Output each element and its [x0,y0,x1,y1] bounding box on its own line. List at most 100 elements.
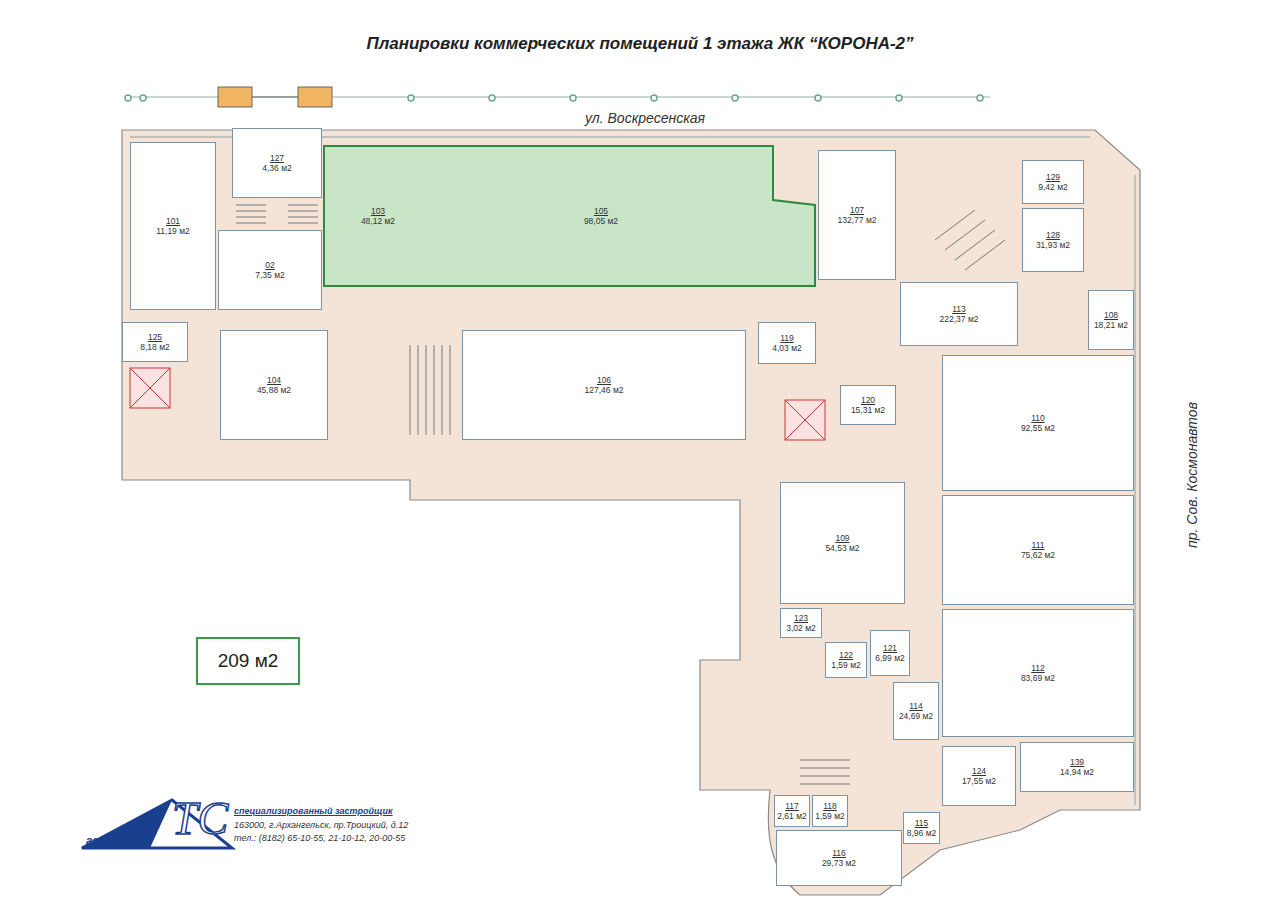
room-box: 1172,61 м2 [774,795,810,827]
room-box: 1216,99 м2 [870,630,910,676]
room-box: 11175,62 м2 [942,495,1134,605]
logo-text: ТС [172,792,228,845]
room-area: 29,73 м2 [822,858,856,868]
room-area: 2,61 м2 [777,811,806,821]
room-number: 129 [1046,172,1060,182]
room-box: 1181,59 м2 [812,795,848,827]
room-area: 1,59 м2 [831,660,860,670]
room-area: 48,12 м2 [361,216,395,226]
room-box: 1194,03 м2 [758,322,816,364]
room-box: 1274,36 м2 [232,128,322,198]
room-number: 118 [823,801,837,811]
room-box: 11629,73 м2 [776,830,902,886]
room-number: 121 [883,643,897,653]
room-box: 10818,21 м2 [1088,290,1134,350]
room-box: 10111,19 м2 [130,142,216,310]
room-area: 1,59 м2 [815,811,844,821]
room-number: 115 [915,818,929,828]
room-box: 11092,55 м2 [942,355,1134,491]
room-area: 8,18 м2 [140,342,169,352]
room-area: 83,69 м2 [1021,673,1055,683]
room-number: 128 [1046,230,1060,240]
room-box: 13914,94 м2 [1020,742,1134,792]
company-text: 163000, г.Архангельск, пр.Троицкий, д.12 [234,820,408,830]
logo-triangle [82,800,172,848]
room-area: 15,31 м2 [851,405,885,415]
room-box: 12831,93 м2 [1022,208,1084,272]
room-area: 75,62 м2 [1021,550,1055,560]
room-box: 1221,59 м2 [825,642,867,678]
room-area: 7,35 м2 [255,270,284,280]
room-number: 101 [166,216,180,226]
room-area: 45,88 м2 [257,385,291,395]
room-number: 103 [371,206,385,216]
room-area: 11,19 м2 [156,226,190,236]
logo-text: гентство [86,834,148,848]
street-name: ул. Воскресенская [585,110,705,126]
street-name: пр. Сов. Космонавтов [1184,402,1200,548]
room-box: 1233,02 м2 [780,608,822,638]
room-number: 119 [780,333,794,343]
company-text: специализированный застройщик [234,806,393,816]
room-number: 116 [832,848,846,858]
room-box: 027,35 м2 [218,230,322,310]
room-box: 11424,69 м2 [893,682,939,740]
room-area: 17,55 м2 [962,776,996,786]
room-number: 106 [597,375,611,385]
room-area: 92,55 м2 [1021,423,1055,433]
rail [252,97,298,98]
room-box: 10954,53 м2 [780,482,905,604]
room-box: 1299,42 м2 [1022,160,1084,204]
room-number: 109 [835,533,849,543]
room-number: 114 [909,701,923,711]
room-number: 111 [1032,540,1045,550]
room-box: 10598,05 м2 [432,150,770,282]
room-box: 1258,18 м2 [122,322,188,362]
room-number: 125 [148,332,162,342]
area-total: 209 м2 [218,650,279,672]
room-number: 127 [270,153,284,163]
room-area: 31,93 м2 [1036,240,1070,250]
elevator [785,400,825,440]
room-number: 105 [594,206,608,216]
room-area: 9,42 м2 [1038,182,1067,192]
planter [298,87,332,107]
area-badge: 209 м2 [196,637,300,685]
street-line [125,97,990,98]
room-number: 117 [785,801,799,811]
room-area: 8,96 м2 [907,828,936,838]
room-area: 127,46 м2 [585,385,624,395]
room-box: 12015,31 м2 [840,385,896,425]
room-number: 113 [952,304,966,314]
room-number: 120 [861,395,875,405]
room-box: 11283,69 м2 [942,609,1134,737]
room-number: 123 [794,613,808,623]
stairs [236,205,1005,784]
room-area: 24,69 м2 [899,711,933,721]
room-area: 132,77 м2 [838,215,877,225]
room-box: 10348,12 м2 [328,150,428,282]
room-number: 139 [1070,757,1084,767]
room-area: 3,02 м2 [786,623,815,633]
room-number: 122 [839,650,853,660]
room-area: 14,94 м2 [1060,767,1094,777]
room-number: 112 [1031,663,1045,673]
room-area: 4,03 м2 [772,343,801,353]
room-number: 02 [265,260,274,270]
facade-glazing [1135,175,1136,805]
room-area: 18,21 м2 [1094,320,1128,330]
room-box: 113222,37 м2 [900,282,1018,346]
room-number: 124 [972,766,986,776]
plan-title: Планировки коммерческих помещений 1 этаж… [0,34,1280,54]
room-box: 1158,96 м2 [903,812,940,844]
company-text: тел.: (8182) 65-10-55, 21-10-12, 20-00-5… [234,833,405,843]
room-number: 104 [267,375,281,385]
elevator [785,400,825,440]
selected-premises [324,146,815,286]
room-box: 107132,77 м2 [818,150,896,280]
room-box: 12417,55 м2 [942,746,1016,806]
room-number: 107 [850,205,864,215]
room-area: 6,99 м2 [875,653,904,663]
room-box: 10445,88 м2 [220,330,328,440]
room-area: 54,53 м2 [825,543,859,553]
